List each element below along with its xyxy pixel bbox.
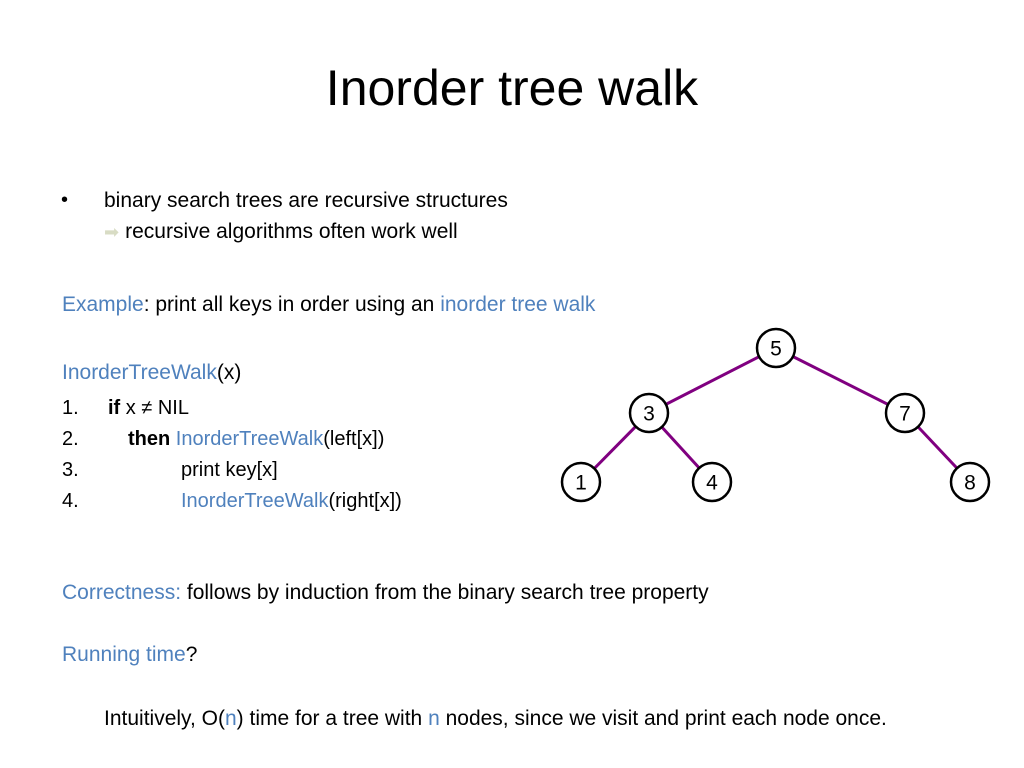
running-time-line: Running time? (62, 642, 197, 667)
recursive-call-left: InorderTreeWalk (175, 428, 324, 450)
code-line-2: then InorderTreeWalk(left[x]) (128, 427, 384, 451)
tree-node-label: 7 (899, 403, 911, 426)
code-line-4: InorderTreeWalk(right[x]) (181, 489, 402, 513)
code-line-number-4: 4. (62, 490, 79, 512)
tree-node-label: 4 (706, 472, 718, 495)
recursive-call-right: InorderTreeWalk (181, 490, 329, 512)
keyword-then: then (128, 428, 171, 450)
tree-node-label: 8 (964, 472, 976, 495)
tree-node-circle (691, 461, 733, 503)
intuitive-part3: nodes, since we visit and print each nod… (439, 707, 887, 730)
procedure-args: (x) (216, 361, 242, 384)
variable-n: n (224, 707, 237, 730)
edge-5-3 (648, 346, 777, 415)
correctness-text: follows by induction from the binary sea… (181, 581, 709, 604)
code-line-number-1: 1. (62, 397, 79, 419)
correctness-line: Correctness: follows by induction from t… (62, 580, 709, 605)
running-time-text: ? (185, 643, 198, 666)
code-line-1: if x ≠ NIL (108, 396, 189, 420)
edge-5-7 (775, 346, 906, 415)
bullet-line2-text: recursive algorithms often work well (125, 220, 458, 243)
tree-node-label: 1 (575, 472, 587, 495)
code-line-1-text: x ≠ NIL (120, 397, 189, 419)
tree-node-circle (884, 392, 926, 434)
bullet-symbol: • (61, 189, 69, 211)
code-line-number-2: 2. (62, 428, 79, 450)
keyword-if: if (108, 397, 121, 419)
variable-n: n (428, 707, 440, 730)
code-line-number-3: 3. (62, 459, 79, 481)
tree-node-label: 5 (770, 338, 782, 361)
example-highlight: inorder tree walk (440, 293, 596, 316)
tree-node-circle (949, 461, 991, 503)
example-line: Example: print all keys in order using a… (62, 292, 595, 317)
tree-node-label: 3 (643, 403, 655, 426)
tree-node-circle (628, 392, 670, 434)
example-text: : print all keys in order using an (143, 293, 441, 316)
intuitive-part1: Intuitively, O( (104, 707, 225, 730)
tree-node-circle (560, 461, 602, 503)
binary-search-tree-diagram: 5 3 7 1 4 8 (560, 327, 991, 503)
code-line-2-text: (left[x]) (323, 428, 385, 450)
correctness-label: Correctness: (62, 581, 182, 604)
running-time-label: Running time (62, 643, 186, 666)
bullet-text-line1: binary search trees are recursive struct… (104, 189, 508, 212)
procedure-name: InorderTreeWalk (62, 361, 217, 384)
bullet-text-line2: ➡recursive algorithms often work well (104, 219, 458, 244)
intuitive-part2: ) time for a tree with (236, 707, 429, 730)
slide-title: Inorder tree walk (325, 60, 699, 116)
procedure-header: InorderTreeWalk(x) (62, 360, 241, 385)
code-line-3: print key[x] (181, 459, 278, 481)
right-arrow-icon: ➡ (104, 222, 120, 242)
tree-node-circle (755, 327, 797, 369)
code-line-4-text: (right[x]) (328, 490, 402, 512)
example-label: Example (62, 293, 144, 316)
intuitive-explanation: Intuitively, O(n) time for a tree with n… (104, 704, 984, 734)
